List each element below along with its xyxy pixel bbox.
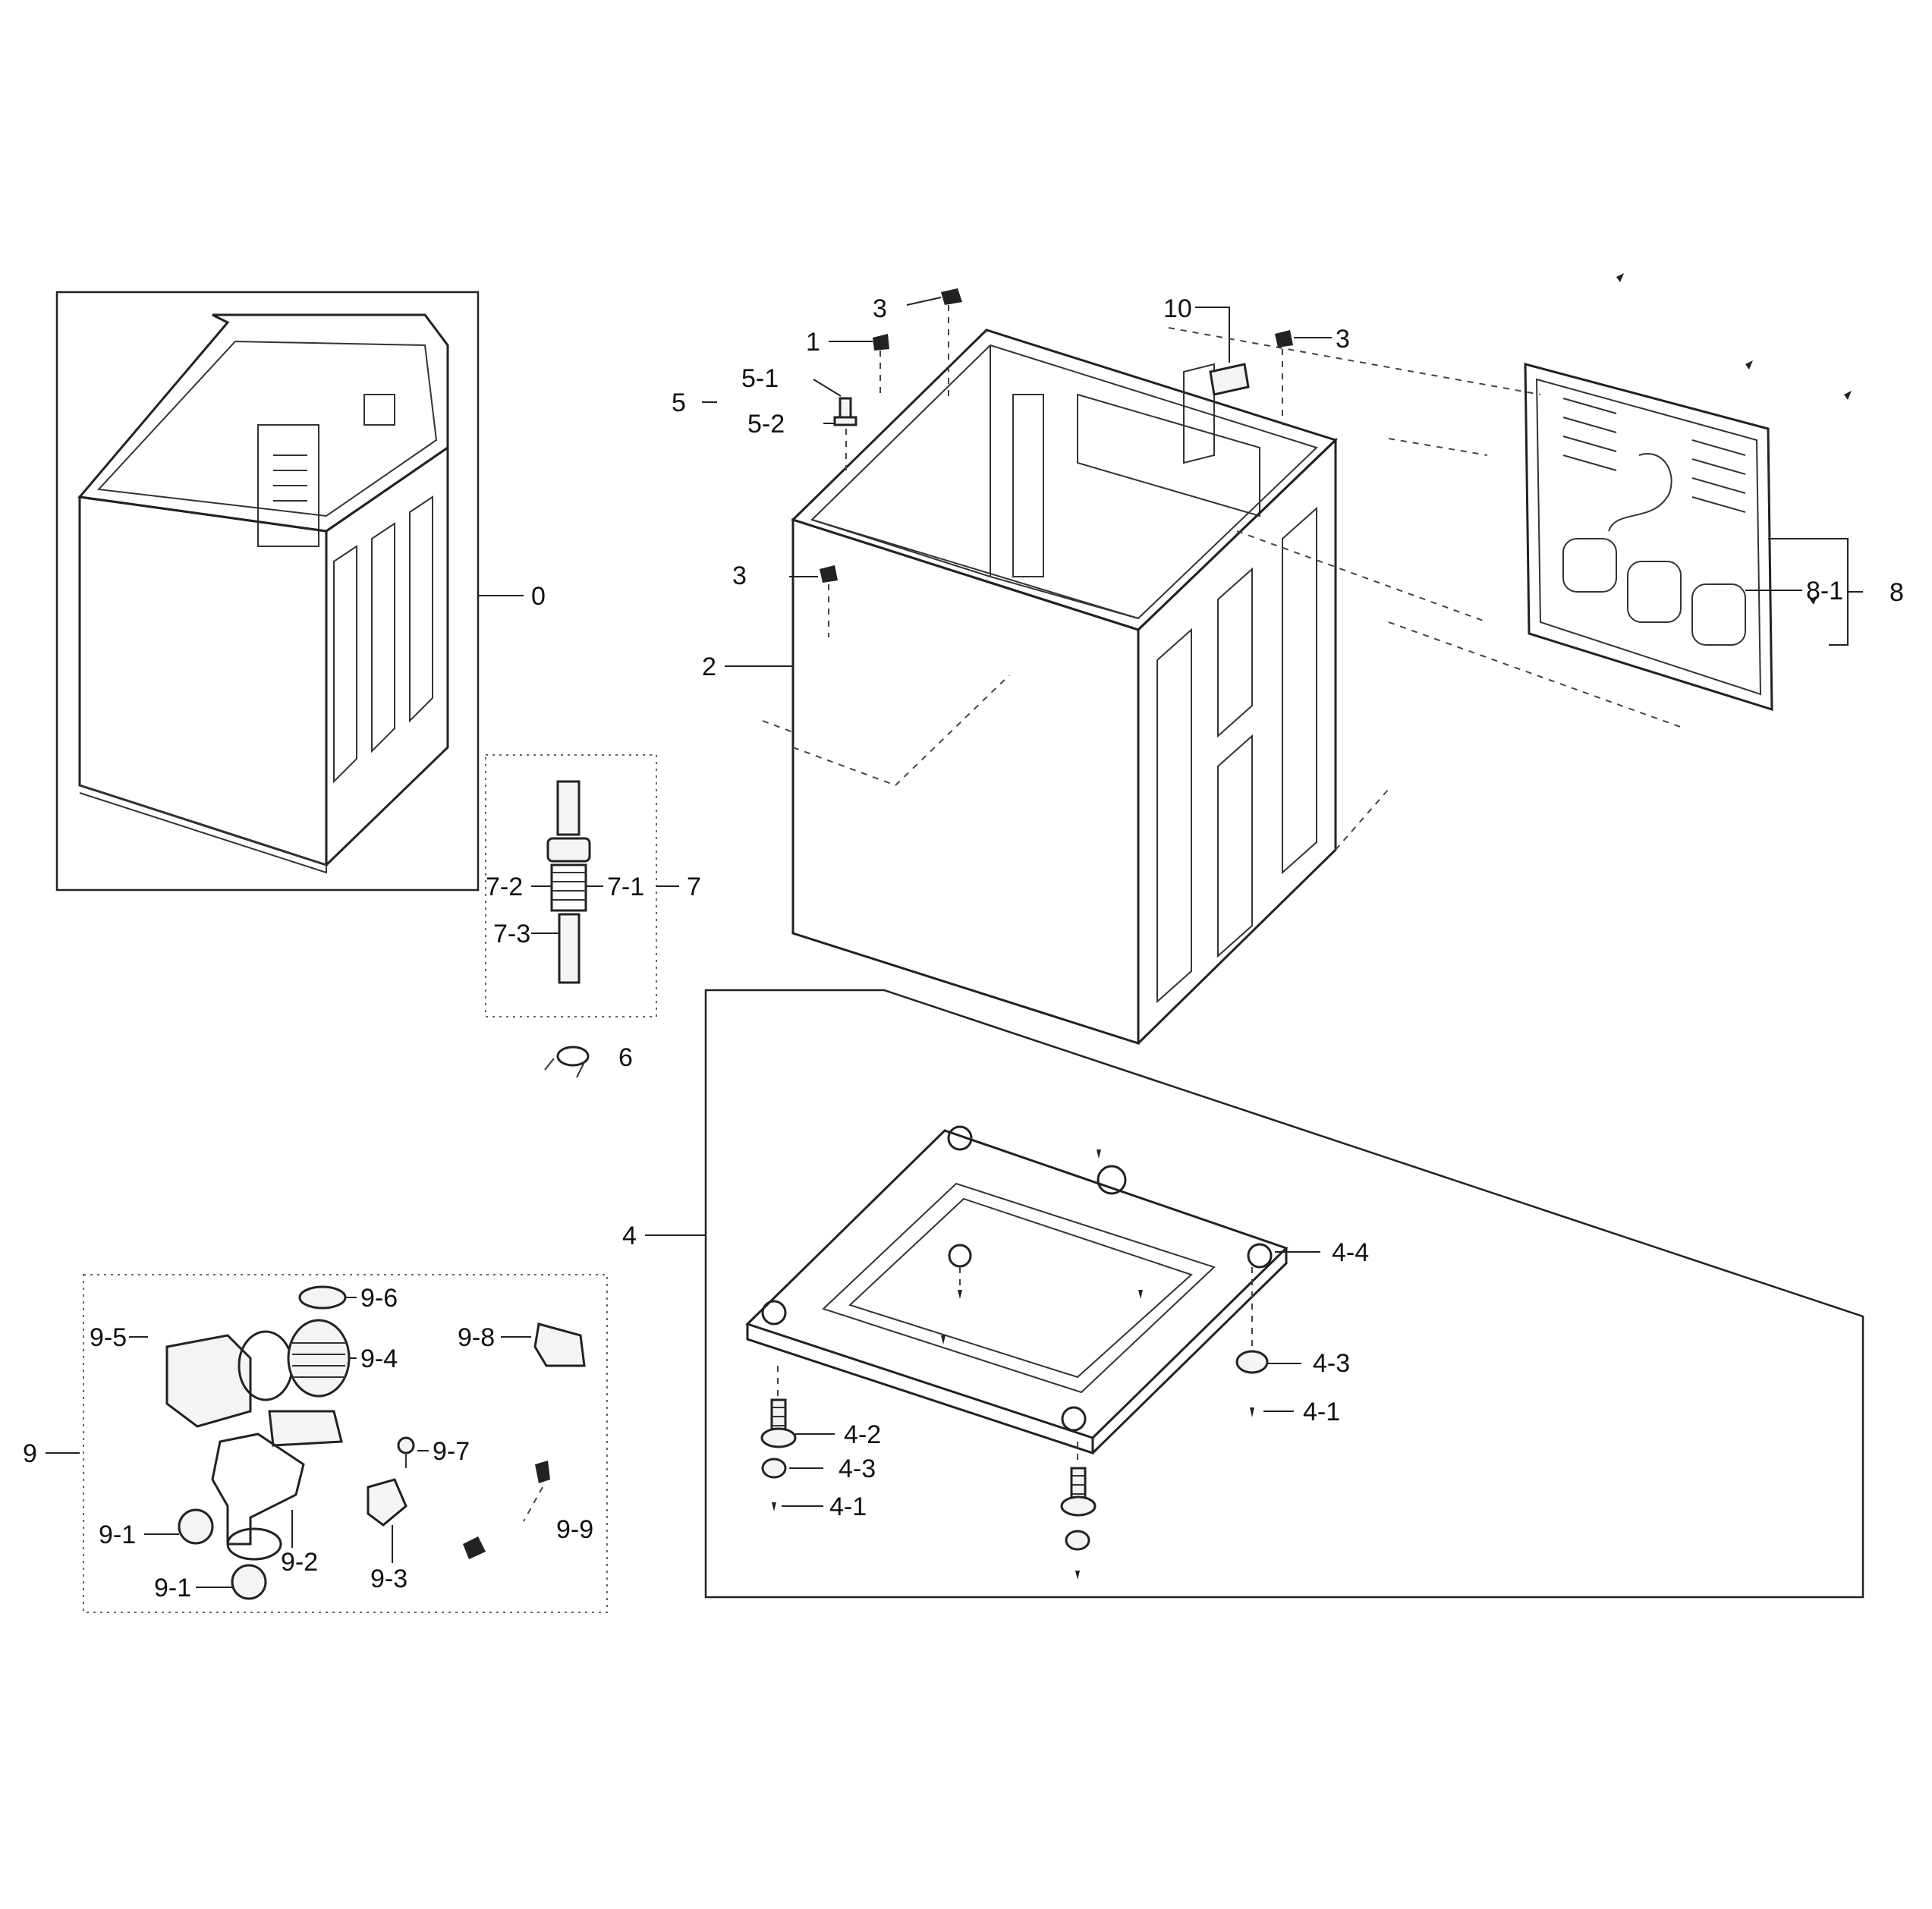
cabinet-main: 2	[702, 329, 1389, 1046]
label-2: 2	[702, 653, 716, 681]
label-9-1-upper: 9-1	[99, 1521, 136, 1549]
label-5-1: 5-1	[741, 364, 779, 393]
label-9-9: 9-9	[556, 1515, 593, 1544]
label-4-2: 4-2	[844, 1420, 881, 1449]
hose-assembly: 7-2 7-1 7 7-3 6	[485, 754, 701, 1078]
label-9-5: 9-5	[90, 1323, 127, 1352]
label-9-2: 9-2	[281, 1548, 318, 1577]
label-5: 5	[672, 388, 686, 417]
label-8-1: 8-1	[1806, 577, 1843, 605]
label-9-1-lower: 9-1	[154, 1574, 191, 1602]
label-9-7: 9-7	[433, 1437, 470, 1466]
label-7-3: 7-3	[493, 920, 530, 948]
label-3-left: 3	[732, 561, 747, 590]
label-7-2: 7-2	[486, 873, 523, 901]
label-4-1-left: 4-1	[829, 1492, 867, 1521]
label-0: 0	[531, 582, 546, 611]
label-7: 7	[687, 873, 701, 901]
label-9-6: 9-6	[360, 1284, 398, 1313]
label-5-2: 5-2	[747, 410, 785, 439]
label-4-3-left: 4-3	[839, 1455, 876, 1483]
label-4-3-right: 4-3	[1313, 1349, 1350, 1378]
label-3-right: 3	[1336, 325, 1350, 354]
back-panel-assembly: 8 8-1	[1168, 273, 1904, 729]
label-10: 10	[1163, 294, 1192, 323]
label-4-4: 4-4	[1332, 1238, 1369, 1267]
label-1: 1	[806, 328, 820, 357]
label-4: 4	[622, 1222, 637, 1250]
label-6: 6	[618, 1043, 633, 1072]
label-9-4: 9-4	[360, 1344, 398, 1373]
pump-assembly: 9 9-6 9-5 9-4 9-2 9-1 9-1 9-7 9-3	[23, 1274, 608, 1613]
bracket-parts: 3 1 3 3 5 5-1 5-2 10	[672, 288, 1350, 637]
label-9: 9	[23, 1439, 37, 1468]
label-9-8: 9-8	[458, 1323, 495, 1352]
label-3-top: 3	[873, 294, 887, 323]
cabinet-assembly-inset: 0	[55, 291, 546, 892]
label-8: 8	[1890, 578, 1904, 607]
base-assembly: 4 4-4 4-3 4-1 4-2 4-3 4-1	[622, 989, 1864, 1599]
label-4-1-right: 4-1	[1303, 1398, 1340, 1426]
label-7-1: 7-1	[607, 873, 644, 901]
label-9-3: 9-3	[370, 1565, 407, 1593]
